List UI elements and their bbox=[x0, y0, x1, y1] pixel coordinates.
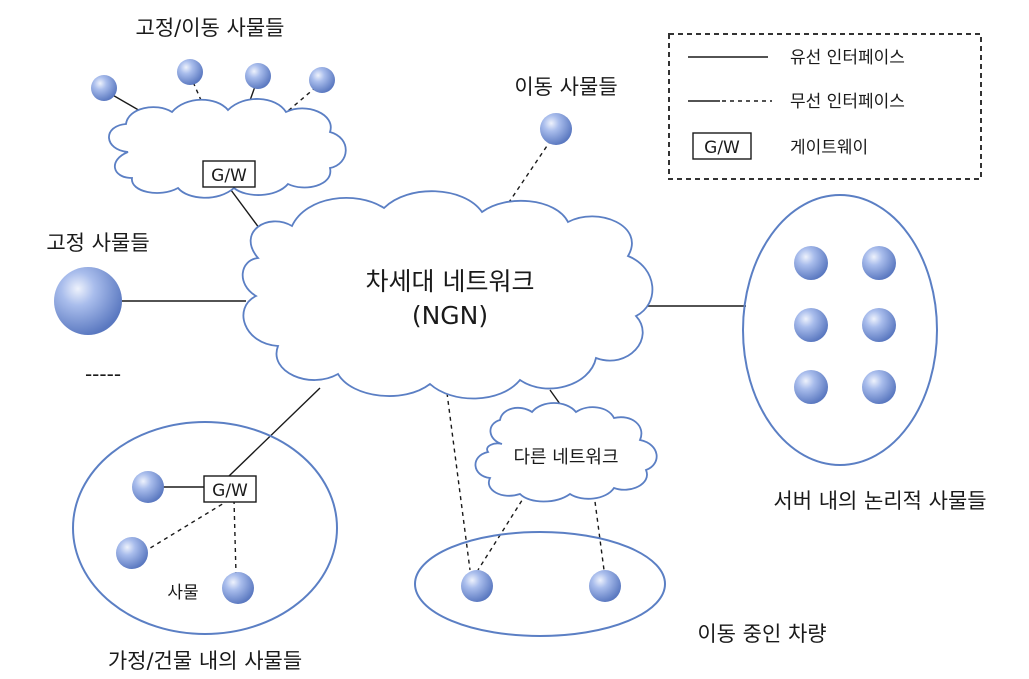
thing-node bbox=[116, 537, 148, 569]
ngn-cloud bbox=[241, 190, 654, 400]
gateway-label: G/W bbox=[212, 481, 248, 501]
legend: 유선 인터페이스 무선 인터페이스 G/W 게이트웨이 bbox=[668, 33, 982, 180]
wireless-link bbox=[446, 392, 471, 571]
mobile-group-label: 이동 사물들 bbox=[514, 75, 617, 99]
home-boundary bbox=[72, 421, 338, 635]
thing-node bbox=[177, 59, 203, 85]
legend-gateway-swatch bbox=[692, 132, 752, 160]
home-group-label: 가정/건물 내의 사물들 bbox=[108, 649, 302, 673]
other-network-cloud bbox=[474, 402, 658, 503]
wireless-link bbox=[233, 499, 237, 575]
thing-node bbox=[589, 570, 621, 602]
ellipsis-text: ----- bbox=[85, 362, 121, 386]
ngn-sublabel: (NGN) bbox=[412, 301, 488, 330]
thing-node-large bbox=[54, 267, 122, 335]
vehicle-group-label: 이동 중인 차량 bbox=[697, 622, 826, 646]
thing-node bbox=[862, 308, 896, 342]
wired-link bbox=[228, 387, 321, 477]
thing-node bbox=[794, 246, 828, 280]
other-network-label: 다른 네트워크 bbox=[513, 447, 618, 468]
fixed-group-label: 고정 사물들 bbox=[46, 231, 149, 255]
gateway-box: G/W bbox=[203, 475, 257, 503]
thing-node bbox=[91, 75, 117, 101]
legend-gateway-swatch-label: G/W bbox=[704, 138, 740, 158]
top-left-group-label: 고정/이동 사물들 bbox=[136, 16, 285, 40]
server-group-label: 서버 내의 논리적 사물들 bbox=[773, 489, 986, 513]
thing-node bbox=[461, 570, 493, 602]
thing-node bbox=[862, 246, 896, 280]
wireless-link bbox=[593, 493, 605, 571]
wireless-link bbox=[146, 499, 230, 551]
thing-node bbox=[222, 572, 254, 604]
wireless-link bbox=[477, 493, 527, 571]
thing-node bbox=[794, 308, 828, 342]
server-boundary bbox=[742, 194, 938, 466]
gateway-cloud bbox=[108, 98, 347, 199]
thing-node bbox=[132, 471, 164, 503]
thing-node bbox=[540, 113, 572, 145]
thing-node bbox=[794, 370, 828, 404]
legend-gateway-label: 게이트웨이 bbox=[790, 138, 868, 158]
gateway-box: G/W bbox=[202, 160, 256, 188]
home-thing-label: 사물 bbox=[167, 583, 198, 603]
ngn-label: 차세대 네트워크 bbox=[366, 267, 535, 296]
legend-wireless-label: 무선 인터페이스 bbox=[790, 92, 905, 112]
vehicle-boundary bbox=[414, 531, 666, 637]
gateway-label: G/W bbox=[211, 166, 247, 186]
thing-node bbox=[862, 370, 896, 404]
thing-node bbox=[309, 67, 335, 93]
thing-node bbox=[245, 63, 271, 89]
legend-wired-label: 유선 인터페이스 bbox=[790, 48, 905, 68]
